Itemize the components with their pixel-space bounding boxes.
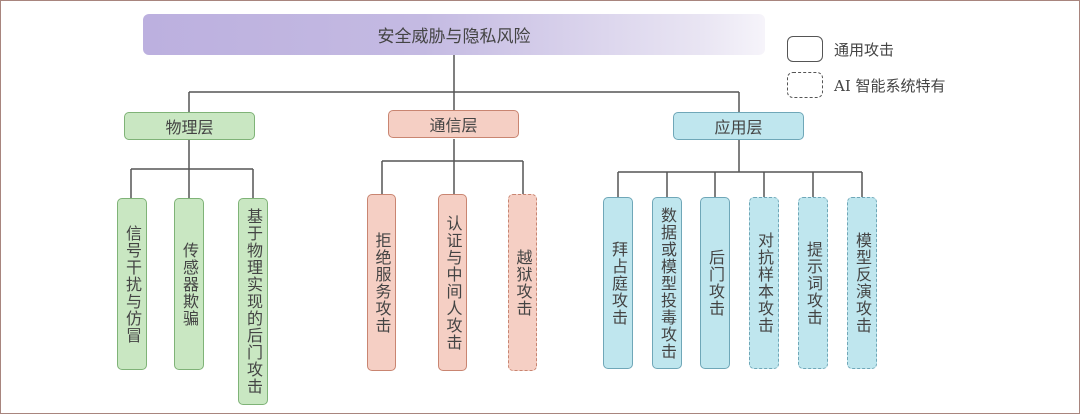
leaf-auth-mitm: 认证与中间人攻击	[438, 194, 467, 371]
connector-app	[617, 140, 863, 197]
leaf-model-inversion: 模型反演攻击	[847, 197, 877, 369]
leaf-prompt-attack: 提示词攻击	[798, 197, 828, 369]
legend-solid-swatch	[787, 36, 823, 62]
leaf-jailbreak: 越狱攻击	[508, 194, 537, 371]
leaf-backdoor: 后门攻击	[700, 197, 730, 369]
layer-application: 应用层	[673, 112, 804, 140]
leaf-sensor-spoofing: 传感器欺骗	[174, 198, 204, 370]
legend-solid-label: 通用攻击	[834, 41, 895, 59]
leaf-physical-backdoor: 基于物理实现的后门攻击	[238, 198, 268, 405]
connector-root	[188, 55, 740, 112]
leaf-adversarial-examples: 对抗样本攻击	[749, 197, 779, 369]
leaf-poisoning: 数据或模型投毒攻击	[652, 197, 682, 369]
legend-dashed-label: AI 智能系统特有	[834, 77, 946, 95]
connector-comm	[381, 139, 524, 194]
connector-physical	[130, 140, 254, 198]
layer-physical: 物理层	[124, 112, 255, 140]
root-node: 安全威胁与隐私风险	[143, 14, 765, 55]
legend-dashed-swatch	[787, 72, 823, 98]
leaf-signal-jamming: 信号干扰与仿冒	[117, 198, 147, 370]
layer-communication: 通信层	[388, 110, 519, 138]
leaf-byzantine: 拜占庭攻击	[603, 197, 633, 369]
leaf-denial-of-service: 拒绝服务攻击	[367, 194, 396, 371]
